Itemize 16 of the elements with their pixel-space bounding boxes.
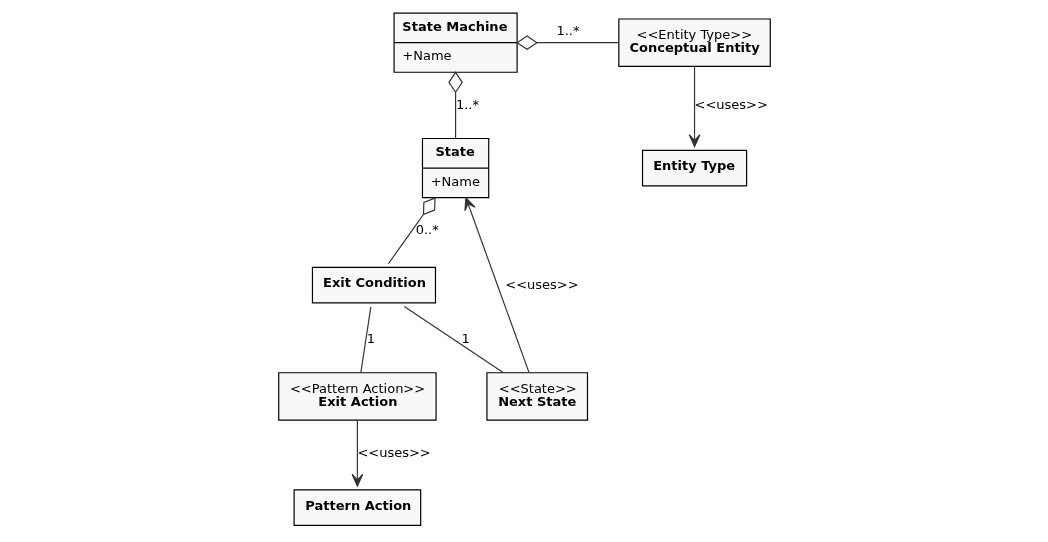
edge-label: 1..*	[555, 23, 579, 39]
connector	[403, 306, 504, 374]
arrow	[351, 419, 363, 487]
edge-label: 0..*	[415, 222, 439, 238]
connector	[515, 35, 619, 50]
connector	[359, 306, 371, 374]
edge-label: <<uses>>	[504, 276, 579, 292]
connector	[387, 197, 436, 265]
edge-label: 1	[366, 330, 375, 346]
edge-label: 1..*	[455, 96, 479, 112]
arrow	[688, 65, 700, 148]
edge-label: 1	[461, 330, 470, 346]
connector	[447, 71, 463, 139]
edge-label: <<uses>>	[356, 444, 431, 460]
edge-label: <<uses>>	[694, 96, 768, 112]
arrow	[463, 197, 530, 374]
